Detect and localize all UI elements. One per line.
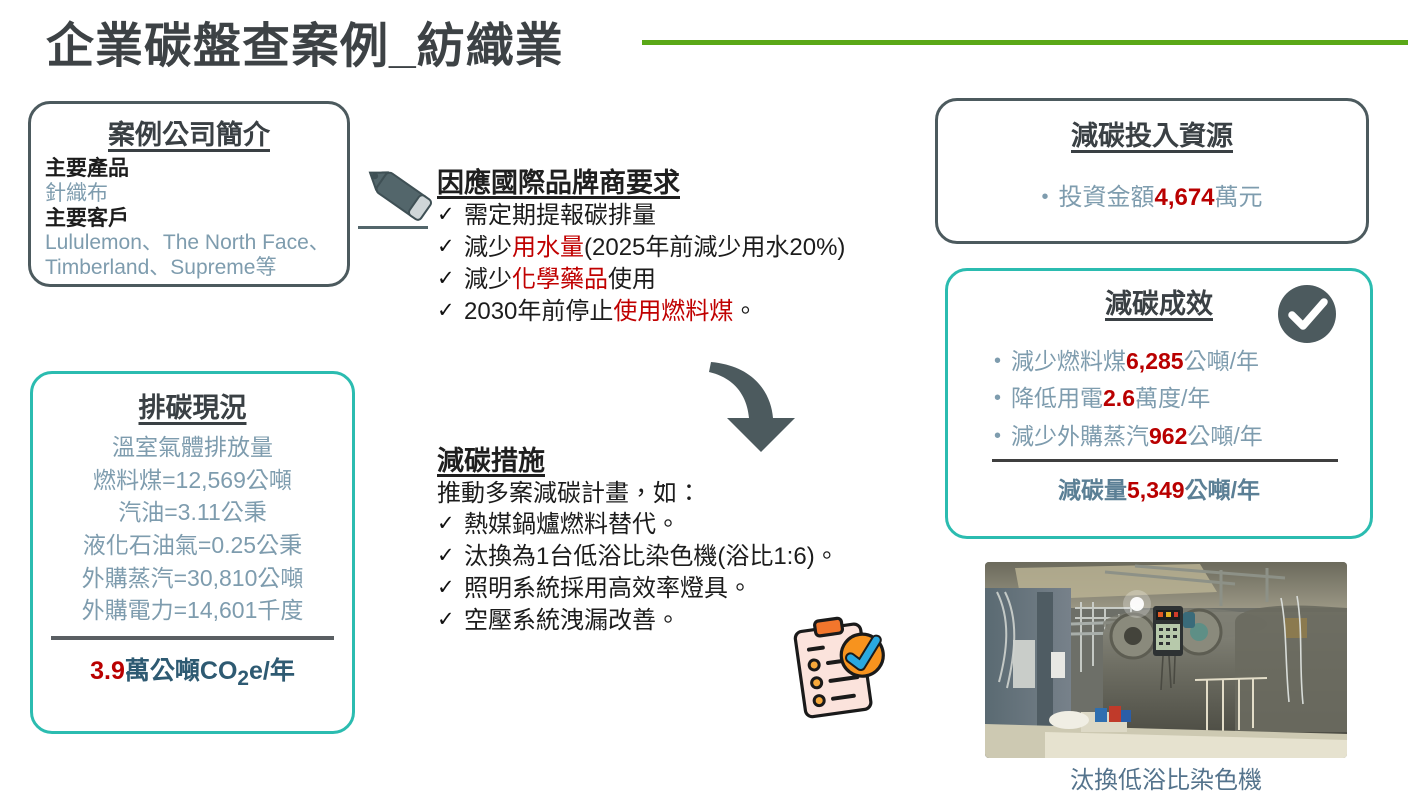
emission-item: 外購電力=14,601千度 bbox=[81, 597, 304, 624]
emission-total-unit-a: 萬公噸CO bbox=[124, 656, 238, 685]
brand-requirement-item: ✓ 需定期提報碳排量 bbox=[437, 200, 927, 232]
checklist-clipboard-icon bbox=[788, 614, 898, 724]
brand-item-text: 減少用水量(2025年前減少用水20%) bbox=[464, 233, 846, 261]
measure-item-text: 熱媒鍋爐燃料替代。 bbox=[464, 511, 680, 539]
title-underline-rule bbox=[642, 40, 1408, 45]
results-total-post: 公噸/年 bbox=[1184, 477, 1260, 504]
check-icon: ✓ bbox=[437, 266, 455, 290]
investment-panel: 減碳投入資源 • 投資金額4,674萬元 bbox=[935, 98, 1369, 244]
results-total-pre: 減碳量 bbox=[1058, 477, 1128, 504]
result-item: •減少燃料煤6,285公噸/年 bbox=[994, 348, 1259, 374]
brand-requirement-item: ✓ 減少用水量(2025年前減少用水20%) bbox=[437, 232, 927, 264]
check-icon: ✓ bbox=[437, 543, 455, 567]
dyeing-machine-photo bbox=[985, 562, 1347, 758]
curved-down-arrow-icon bbox=[703, 352, 828, 457]
measure-item: ✓ 空壓系統洩漏改善。 bbox=[437, 605, 927, 637]
bullet-icon: • bbox=[994, 424, 1002, 447]
customer-label: 主要客戶 bbox=[45, 206, 129, 230]
brand-requirements-block: 因應國際品牌商要求 ✓ 需定期提報碳排量 ✓ 減少用水量(2025年前減少用水2… bbox=[437, 168, 927, 327]
bullet-icon: • bbox=[994, 350, 1002, 372]
emission-status-heading: 排碳現況 bbox=[138, 393, 247, 423]
product-value: 針織布 bbox=[45, 181, 108, 205]
emission-total-value: 3.9 bbox=[90, 656, 125, 685]
investment-item-post: 萬元 bbox=[1214, 184, 1263, 211]
check-icon: ✓ bbox=[437, 202, 455, 226]
pencil-icon bbox=[356, 166, 444, 234]
emission-item: 外購蒸汽=30,810公噸 bbox=[81, 564, 304, 591]
emission-divider bbox=[51, 635, 334, 640]
results-list: •減少燃料煤6,285公噸/年 •降低用電2.6萬度/年 •減少外購蒸汽962公… bbox=[948, 343, 1370, 455]
emission-subtitle: 溫室氣體排放量 bbox=[112, 434, 273, 460]
measure-item-text: 照明系統採用高效率燈具。 bbox=[464, 574, 752, 602]
emission-status-panel: 排碳現況 溫室氣體排放量 燃料煤=12,569公噸 汽油=3.11公秉 液化石油… bbox=[30, 371, 355, 734]
investment-item-value: 4,674 bbox=[1154, 184, 1215, 211]
brand-requirements-list: ✓ 需定期提報碳排量 ✓ 減少用水量(2025年前減少用水20%) ✓ 減少化學… bbox=[437, 200, 927, 328]
investment-item: • 投資金額4,674萬元 bbox=[938, 177, 1366, 212]
measures-heading: 減碳措施 bbox=[437, 446, 545, 476]
check-icon: ✓ bbox=[437, 607, 455, 631]
page-title: 企業碳盤查案例_紡織業 bbox=[46, 20, 564, 73]
measures-lead: 推動多案減碳計畫，如： bbox=[437, 479, 701, 507]
measure-item: ✓ 汰換為1台低浴比染色機(浴比1:6)。 bbox=[437, 541, 927, 573]
measure-item: ✓ 熱媒鍋爐燃料替代。 bbox=[437, 509, 927, 541]
company-intro-heading: 案例公司簡介 bbox=[108, 120, 270, 150]
results-total-value: 5,349 bbox=[1127, 477, 1185, 504]
check-icon: ✓ bbox=[437, 512, 455, 536]
brand-requirements-heading: 因應國際品牌商要求 bbox=[437, 168, 680, 198]
investment-item-pre: 投資金額 bbox=[1058, 184, 1155, 211]
brand-requirement-item: ✓ 減少化學藥品使用 bbox=[437, 264, 927, 296]
result-item: •減少外購蒸汽962公噸/年 bbox=[994, 422, 1263, 449]
emission-item: 汽油=3.11公秉 bbox=[118, 499, 267, 526]
check-icon: ✓ bbox=[437, 234, 455, 258]
measure-item: ✓ 照明系統採用高效率燈具。 bbox=[437, 573, 927, 605]
check-icon: ✓ bbox=[437, 298, 455, 322]
customer-value-line-1: Lululemon、The North Face、 bbox=[45, 231, 330, 255]
photo-caption: 汰換低浴比染色機 bbox=[1070, 767, 1262, 794]
results-divider bbox=[992, 459, 1338, 463]
investment-heading: 減碳投入資源 bbox=[1071, 121, 1233, 151]
customer-value-line-2: Timberland、Supreme等 bbox=[45, 256, 277, 280]
check-circle-icon bbox=[1277, 284, 1337, 344]
emission-item: 燃料煤=12,569公噸 bbox=[93, 466, 292, 493]
company-intro-panel: 案例公司簡介 主要產品 針織布 主要客戶 Lululemon、The North… bbox=[28, 101, 350, 287]
measures-list: ✓ 熱媒鍋爐燃料替代。 ✓ 汰換為1台低浴比染色機(浴比1:6)。 ✓ 照明系統… bbox=[437, 509, 927, 637]
measures-block: 減碳措施 推動多案減碳計畫，如： ✓ 熱媒鍋爐燃料替代。 ✓ 汰換為1台低浴比染… bbox=[437, 446, 927, 637]
bullet-icon: • bbox=[994, 387, 1002, 410]
brand-item-text: 需定期提報碳排量 bbox=[464, 201, 656, 229]
results-total: 減碳量5,349公噸/年 bbox=[948, 471, 1370, 505]
emission-item: 液化石油氣=0.25公秉 bbox=[82, 531, 303, 558]
bullet-icon: • bbox=[1041, 186, 1049, 208]
brand-item-text: 2030年前停止使用燃料煤。 bbox=[464, 297, 758, 325]
emission-total-unit-sub: 2 bbox=[237, 666, 249, 690]
company-intro-body: 主要產品 針織布 主要客戶 Lululemon、The North Face、 … bbox=[31, 152, 347, 281]
emission-total: 3.9萬公噸CO2e/年 bbox=[33, 651, 352, 691]
result-item: •降低用電2.6萬度/年 bbox=[994, 385, 1211, 412]
emission-list: 溫室氣體排放量 燃料煤=12,569公噸 汽油=3.11公秉 液化石油氣=0.2… bbox=[33, 431, 352, 627]
brand-requirement-item: ✓ 2030年前停止使用燃料煤。 bbox=[437, 296, 927, 328]
measure-item-text: 汰換為1台低浴比染色機(浴比1:6)。 bbox=[464, 542, 839, 570]
check-icon: ✓ bbox=[437, 575, 455, 599]
product-label: 主要產品 bbox=[45, 157, 129, 180]
measure-item-text: 空壓系統洩漏改善。 bbox=[464, 606, 680, 634]
results-heading: 減碳成效 bbox=[1105, 289, 1213, 319]
brand-item-text: 減少化學藥品使用 bbox=[464, 265, 656, 293]
emission-total-unit-b: e/年 bbox=[249, 656, 295, 685]
